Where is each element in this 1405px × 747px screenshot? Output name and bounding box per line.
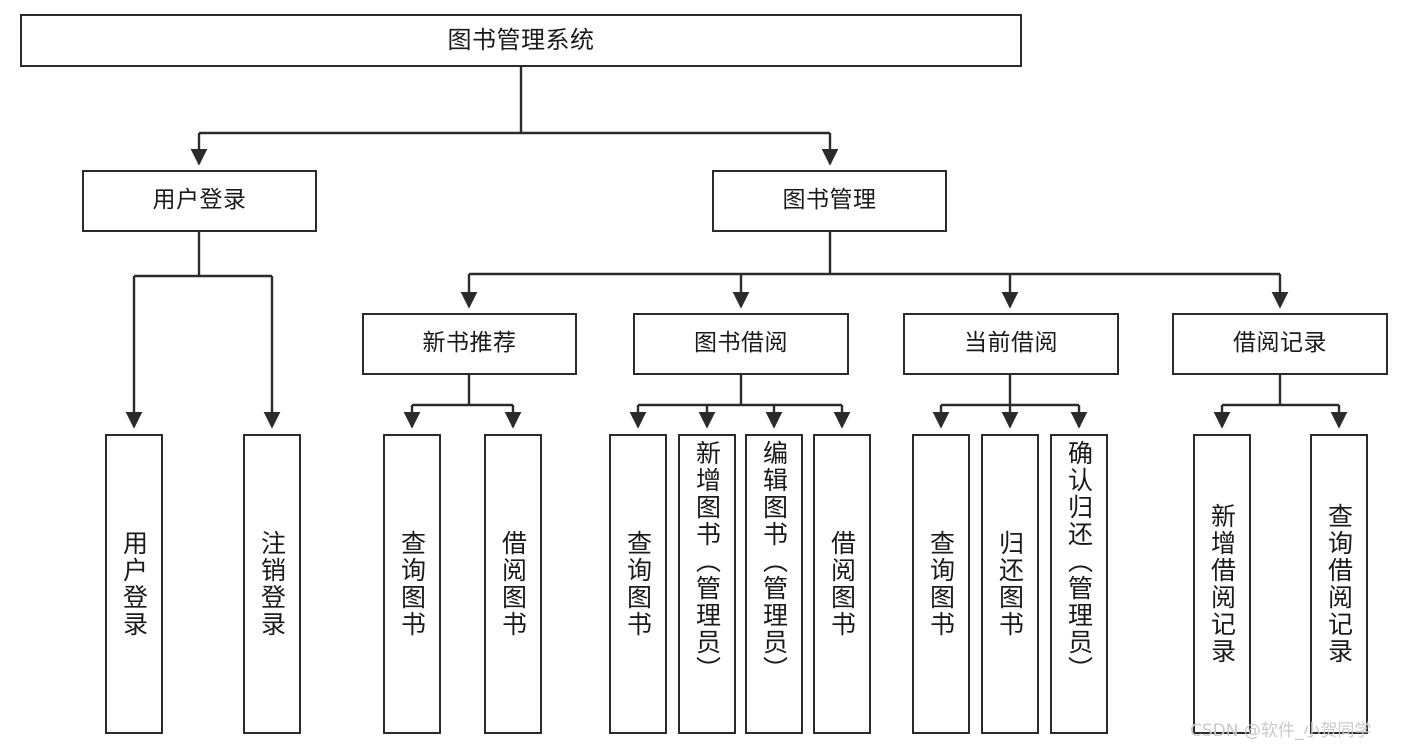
node-leaf-borrow-book-1-label: 借阅图书 (498, 530, 528, 638)
node-book-manage[interactable]: 图书管理 (712, 170, 947, 232)
node-book-manage-label: 图书管理 (782, 187, 877, 214)
node-leaf-query-book-1[interactable]: 查询图书 (383, 434, 441, 734)
node-leaf-query-book-3-label: 查询图书 (926, 530, 956, 638)
node-book-borrow[interactable]: 图书借阅 (633, 313, 849, 375)
node-leaf-borrow-book-2-label: 借阅图书 (827, 530, 857, 638)
node-leaf-query-record-label: 查询借阅记录 (1324, 503, 1354, 665)
csdn-watermark: CSDN @软件_小贺同学 (1190, 721, 1372, 741)
node-leaf-query-book-3[interactable]: 查询图书 (912, 434, 970, 734)
node-leaf-add-record[interactable]: 新增借阅记录 (1193, 434, 1251, 734)
node-borrow-record[interactable]: 借阅记录 (1172, 313, 1388, 375)
node-borrow-record-label: 借阅记录 (1233, 330, 1327, 357)
node-leaf-add-record-label: 新增借阅记录 (1207, 503, 1237, 665)
node-leaf-logout-label: 注销登录 (257, 530, 287, 638)
node-leaf-query-record[interactable]: 查询借阅记录 (1310, 434, 1368, 734)
node-root[interactable]: 图书管理系统 (20, 14, 1022, 67)
node-leaf-add-book-label: 新增图书（管理员） (692, 440, 722, 683)
node-new-book-recommend[interactable]: 新书推荐 (362, 313, 577, 375)
node-leaf-edit-book[interactable]: 编辑图书（管理员） (745, 434, 803, 734)
node-leaf-borrow-book-2[interactable]: 借阅图书 (813, 434, 871, 734)
node-leaf-query-book-2-label: 查询图书 (623, 530, 653, 638)
node-current-borrow[interactable]: 当前借阅 (903, 313, 1119, 375)
node-leaf-logout[interactable]: 注销登录 (243, 434, 301, 734)
node-current-borrow-label: 当前借阅 (964, 330, 1058, 357)
node-root-label: 图书管理系统 (447, 26, 595, 55)
node-leaf-user-login-label: 用户登录 (119, 530, 149, 638)
node-leaf-user-login[interactable]: 用户登录 (105, 434, 163, 734)
node-book-borrow-label: 图书借阅 (694, 330, 788, 357)
node-leaf-confirm-return[interactable]: 确认归还（管理员） (1050, 434, 1108, 734)
node-leaf-confirm-return-label: 确认归还（管理员） (1064, 440, 1094, 683)
node-leaf-return-book-label: 归还图书 (995, 530, 1025, 638)
node-leaf-borrow-book-1[interactable]: 借阅图书 (484, 434, 542, 734)
node-user-login[interactable]: 用户登录 (82, 170, 317, 232)
node-new-book-recommend-label: 新书推荐 (422, 330, 517, 357)
node-leaf-return-book[interactable]: 归还图书 (981, 434, 1039, 734)
node-leaf-add-book[interactable]: 新增图书（管理员） (678, 434, 736, 734)
node-user-login-label: 用户登录 (152, 187, 247, 214)
node-leaf-query-book-2[interactable]: 查询图书 (609, 434, 667, 734)
node-leaf-query-book-1-label: 查询图书 (397, 530, 427, 638)
node-leaf-edit-book-label: 编辑图书（管理员） (759, 440, 789, 683)
